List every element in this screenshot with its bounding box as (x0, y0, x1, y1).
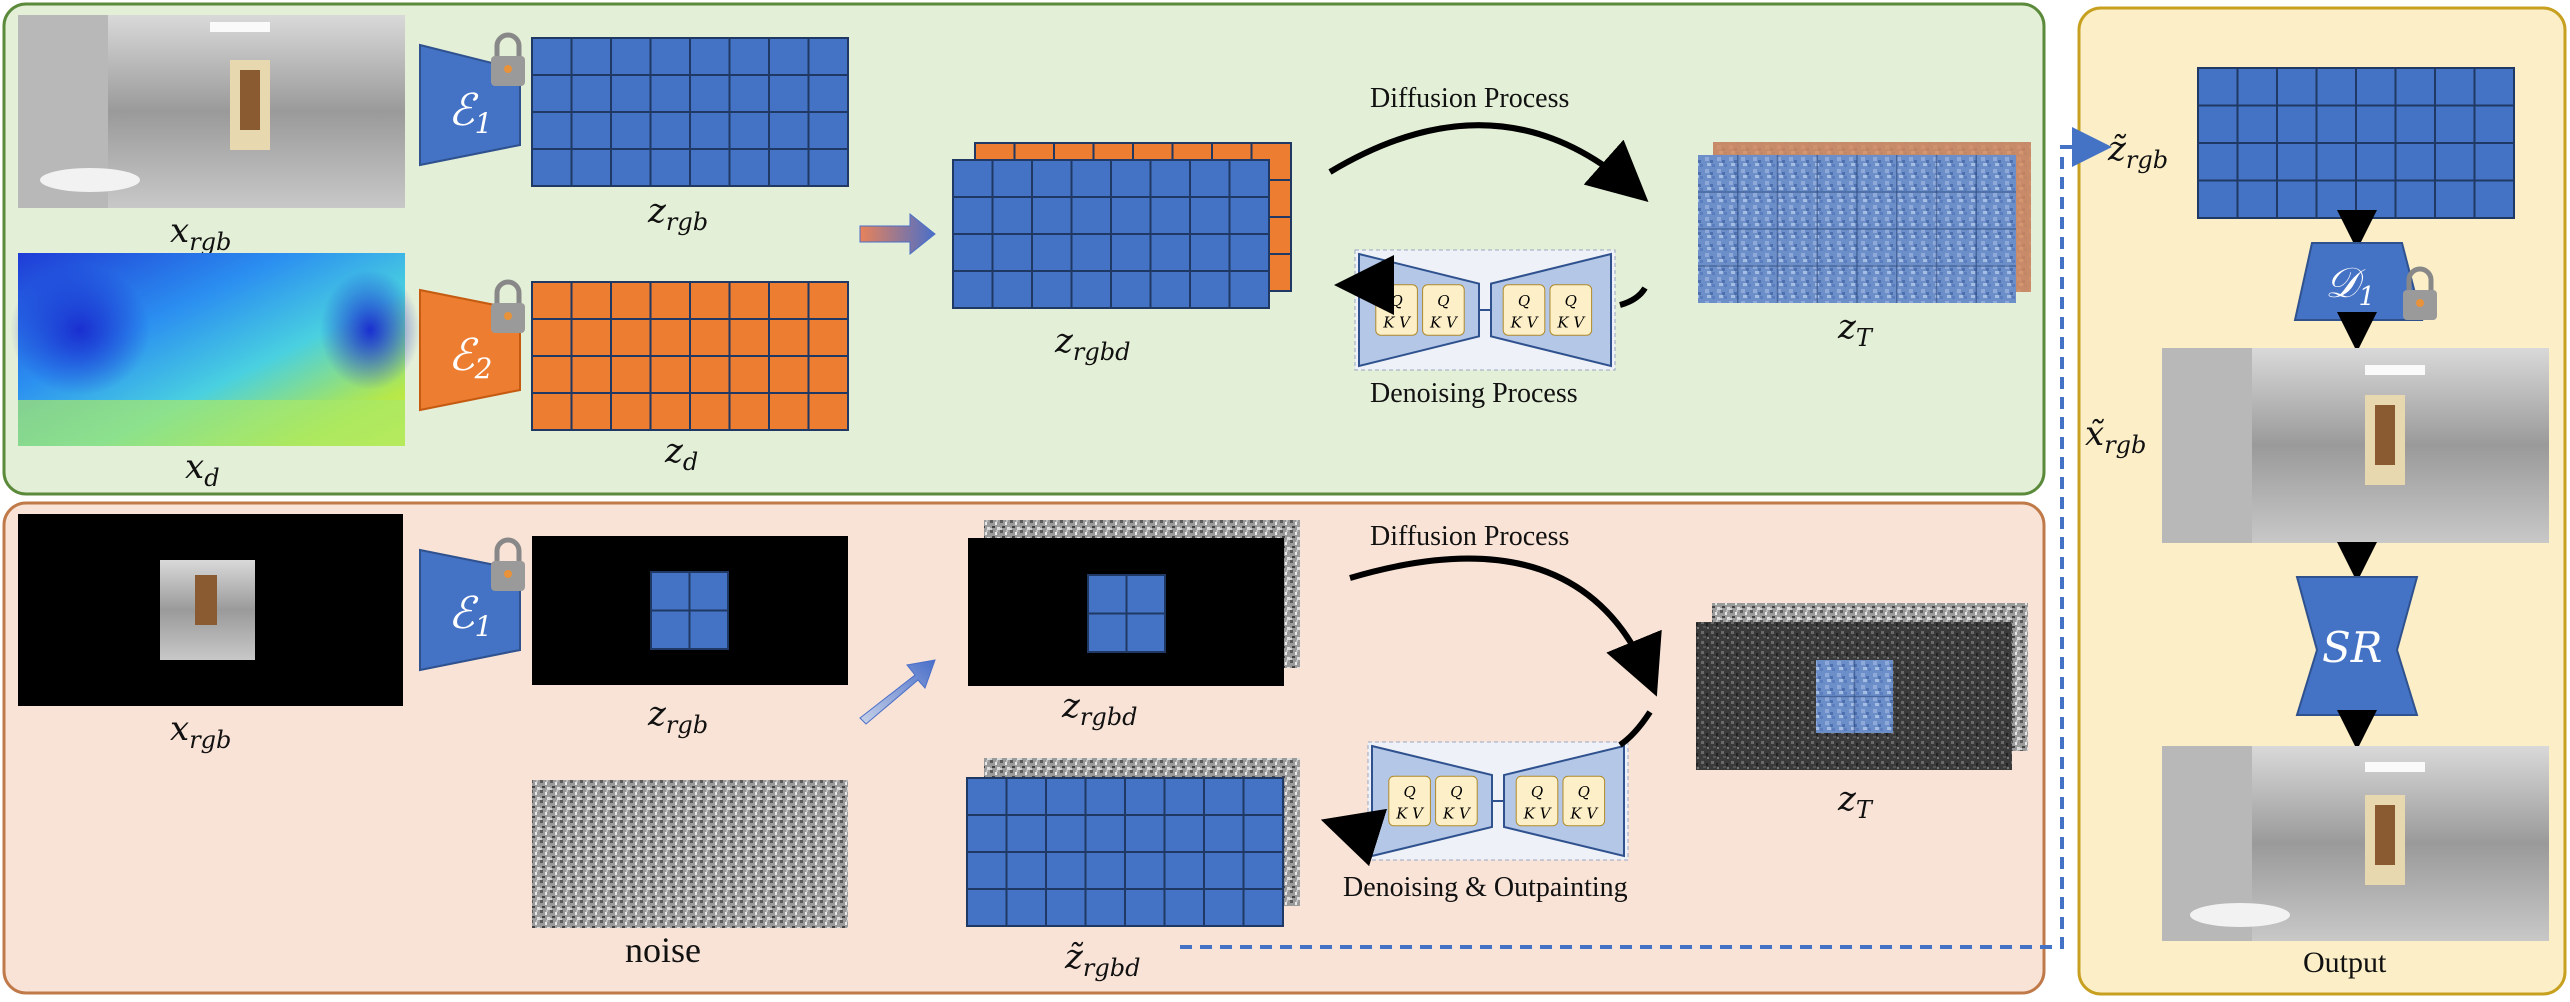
svg-text:SR: SR (2322, 623, 2382, 672)
z-rgbd-masked-stack (968, 520, 1300, 686)
x-rgb-label-bottom: xrgb (170, 709, 231, 754)
masked-rgb-image (18, 514, 403, 706)
z-tilde-rgb-label: z̃rgb (2107, 129, 2168, 174)
z-rgbd-label: zrgbd (1054, 321, 1130, 366)
attention-block (1549, 284, 1593, 336)
svg-text:zrgb: zrgb (647, 191, 708, 236)
lock-icon (491, 279, 525, 333)
denoising-arrow (1619, 286, 1648, 308)
attention-kv-label: K V (1429, 314, 1459, 332)
outpainting-unet: Q K V Q K V Q K V Q K V (1367, 741, 1629, 861)
svg-text:zT: zT (1837, 307, 1874, 352)
attention-block (1515, 775, 1559, 827)
attention-q-label: Q (1565, 292, 1577, 310)
attention-kv-label: K V (1556, 314, 1586, 332)
z-tilde-rgbd-stack (966, 758, 1300, 927)
outpainting-arrow-head (1320, 808, 1388, 867)
svg-text:ℰ1: ℰ1 (448, 588, 492, 643)
diffusion-arrow (1328, 122, 1649, 202)
x-rgb-label: xrgb (170, 211, 231, 256)
super-resolution-block: SR (2295, 576, 2419, 716)
concat-arrow (859, 212, 936, 256)
z-rgb-latent-grid (531, 37, 849, 187)
denoising-process-label: Denoising Process (1370, 378, 1578, 409)
svg-text:z̃rgbd: z̃rgbd (1064, 937, 1140, 982)
attention-q-label: Q (1518, 292, 1530, 310)
output-label: Output (2303, 946, 2387, 979)
attention-kv-label: K V (1395, 804, 1425, 822)
svg-text:xrgb: xrgb (170, 709, 231, 754)
z-tilde-rgb-latent-grid (2197, 67, 2515, 219)
x-d-label: xd (185, 447, 220, 492)
attention-kv-label: K V (1442, 804, 1472, 822)
diffusion-process-label-bottom: Diffusion Process (1370, 521, 1569, 552)
attention-block (1388, 775, 1431, 827)
concat-arrow-bottom (859, 659, 936, 725)
attention-q-label: Q (1578, 783, 1590, 801)
svg-text:z̃rgb: z̃rgb (2107, 129, 2168, 174)
depth-map-image (10, 253, 420, 446)
diffusion-process-label: Diffusion Process (1370, 83, 1569, 114)
z-T-label-bottom: zT (1837, 779, 1874, 824)
attention-q-label: Q (1390, 292, 1402, 310)
noise-image (532, 780, 848, 928)
z-T-noisy-latent (1698, 142, 2031, 303)
denoising-outpainting-label: Denoising & Outpainting (1343, 872, 1628, 903)
attention-block (1562, 775, 1606, 827)
attention-block (1435, 775, 1478, 827)
attention-kv-label: K V (1523, 804, 1553, 822)
noise-label: noise (625, 930, 701, 970)
attention-q-label: Q (1437, 292, 1449, 310)
svg-text:ℰ1: ℰ1 (448, 85, 492, 140)
attention-kv-label: K V (1510, 314, 1540, 332)
svg-text:zrgbd: zrgbd (1061, 686, 1137, 731)
z-rgb-label: zrgb (647, 191, 708, 236)
z-rgb-masked-latent (532, 536, 848, 685)
lock-icon (2403, 266, 2437, 320)
svg-text:ℰ2: ℰ2 (448, 330, 492, 385)
skip-connection (1180, 127, 2112, 949)
outpainting-arrow (1618, 710, 1653, 748)
svg-text:zT: zT (1837, 779, 1874, 824)
svg-text:zrgb: zrgb (647, 694, 708, 739)
z-rgbd-latent-stack (952, 142, 1292, 309)
svg-text:xrgb: xrgb (170, 211, 231, 256)
denoising-unet: Q K V Q K V Q K V Q K V (1354, 249, 1616, 371)
lock-icon (491, 537, 525, 591)
attention-block (1502, 284, 1546, 336)
z-d-latent-grid (531, 281, 849, 431)
z-rgbd-label-bottom: zrgbd (1061, 686, 1137, 731)
decoder-1: 𝒟1 (2293, 242, 2424, 321)
svg-text:zrgbd: zrgbd (1054, 321, 1130, 366)
attention-q-label: Q (1450, 783, 1462, 801)
attention-block (1422, 284, 1465, 336)
rgb-panorama-image (18, 15, 405, 208)
z-T-noisy-latent-bottom (1696, 603, 2028, 770)
svg-text:zd: zd (664, 431, 698, 476)
attention-q-label: Q (1403, 783, 1415, 801)
attention-kv-label: K V (1382, 314, 1412, 332)
svg-text:x̃rgb: x̃rgb (2085, 414, 2146, 459)
z-T-label: zT (1837, 307, 1874, 352)
svg-text:xd: xd (185, 447, 220, 492)
x-tilde-rgb-label: x̃rgb (2085, 414, 2146, 459)
attention-q-label: Q (1531, 783, 1543, 801)
attention-kv-label: K V (1569, 804, 1599, 822)
z-d-label: zd (664, 431, 698, 476)
output-image (2162, 746, 2549, 941)
z-rgb-label-bottom: zrgb (647, 694, 708, 739)
diffusion-arrow-bottom (1349, 555, 1662, 697)
x-tilde-rgb-decoded-image (2162, 348, 2549, 543)
lock-icon (491, 32, 525, 86)
z-tilde-rgbd-label: z̃rgbd (1064, 937, 1140, 982)
